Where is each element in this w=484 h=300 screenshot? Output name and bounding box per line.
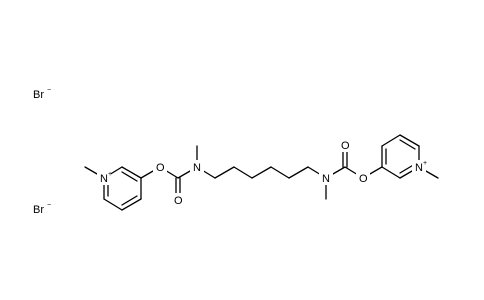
bond-ring-left-5 <box>121 166 142 179</box>
bromide-ion-top: Br − <box>33 87 51 101</box>
atom-bg <box>338 138 352 152</box>
atom-bg <box>412 160 426 174</box>
atom-bg <box>171 193 185 207</box>
bromide-charge: − <box>47 87 51 94</box>
bond-ring-left-inner-2 <box>121 195 138 206</box>
atom-bg <box>356 171 370 185</box>
bond-chain-6 <box>288 166 309 179</box>
bonds <box>84 134 439 211</box>
bond-ring-right-2 <box>381 134 401 147</box>
amide-nitrogen-left: N <box>193 162 201 174</box>
bond-ring-right-3 <box>399 134 420 147</box>
bromide-charge: − <box>47 202 51 209</box>
bromide-symbol: Br <box>33 89 44 101</box>
bromide-ion-bottom: Br − <box>33 202 51 216</box>
bond-ring-left-inner-3 <box>121 171 138 182</box>
bond-chain-3 <box>233 166 253 179</box>
amide-nitrogen-right: N <box>322 173 330 185</box>
atom-bg <box>190 160 204 174</box>
pyridinium-charge-right: + <box>423 160 427 167</box>
bond-ring-right-inner-2 <box>399 139 416 150</box>
pyridinium-charge-left: + <box>108 171 112 178</box>
bond-ring-left-3 <box>121 198 142 211</box>
bond-ring-right-6 <box>381 166 401 179</box>
bond-chain-5 <box>270 166 290 179</box>
carbonyl-oxygen-left: O <box>174 195 183 207</box>
bond-chain-2 <box>214 166 235 179</box>
bromide-symbol: Br <box>33 204 44 216</box>
ester-oxygen-left: O <box>156 162 165 174</box>
pyridinium-nitrogen-left: N <box>100 173 108 185</box>
atom-bg <box>97 171 111 185</box>
pyridinium-nitrogen-right: N <box>415 162 423 174</box>
atom-bg <box>319 171 333 185</box>
bond-ring-left-2 <box>103 198 123 211</box>
atom-labels: Br − Br − N + O O N N O O N + <box>33 87 427 216</box>
bond-chain-4 <box>251 166 272 179</box>
atom-bg <box>153 160 167 174</box>
ester-oxygen-right: O <box>359 173 368 185</box>
carbonyl-oxygen-right: O <box>341 140 350 152</box>
